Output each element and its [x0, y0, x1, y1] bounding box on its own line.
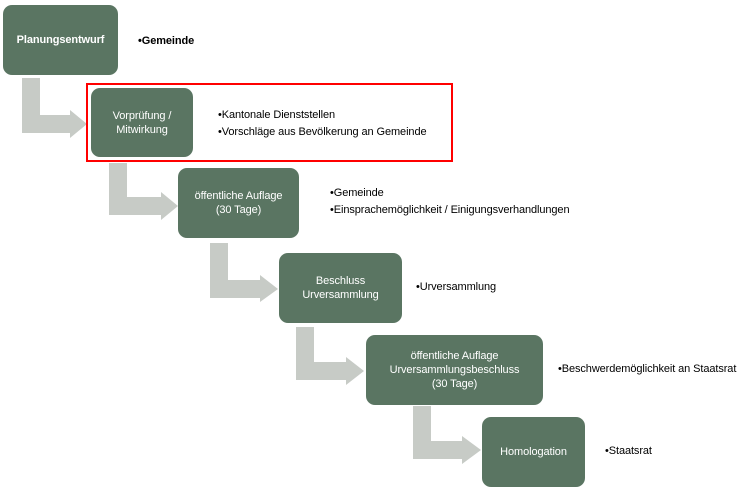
- note-item: •Gemeinde: [138, 35, 195, 47]
- step-label: Urversammlung: [302, 289, 379, 301]
- step-notes-beschluss: •Urversammlung: [416, 279, 496, 296]
- note-item: •Vorschläge aus Bevölkerung an Gemeinde: [218, 126, 427, 138]
- step-homologation: Homologation: [482, 417, 585, 487]
- step-oeffentliche-auflage-beschluss: öffentliche Auflage Urversammlungsbeschl…: [366, 335, 543, 405]
- step-label: Planungsentwurf: [16, 34, 105, 46]
- step-label: Mitwirkung: [116, 123, 168, 136]
- highlight-frame: [86, 83, 453, 162]
- step-label: Beschluss: [315, 275, 366, 287]
- step-notes-planungsentwurf: •Gemeinde: [138, 33, 194, 50]
- step-label: Vorprüfung /: [112, 109, 172, 122]
- step-notes-oeffentliche-auflage: •Gemeinde •Einsprachemöglichkeit / Einig…: [330, 185, 570, 219]
- note-item: •Staatsrat: [605, 445, 652, 457]
- arrow-step4-to-step5: [296, 327, 364, 385]
- arrow-step5-to-step6: [413, 406, 481, 464]
- step-planungsentwurf: Planungsentwurf: [3, 5, 118, 75]
- note-item: •Kantonale Dienststellen: [218, 109, 336, 121]
- step-beschluss-urversammlung: Beschluss Urversammlung: [279, 253, 402, 323]
- step-label: (30 Tage): [431, 378, 478, 390]
- note-item: •Beschwerdemöglichkeit an Staatsrat: [558, 363, 737, 375]
- step-vorpruefung-mitwirkung: Vorprüfung / Mitwirkung: [91, 88, 193, 157]
- step-notes-auflage-beschluss: •Beschwerdemöglichkeit an Staatsrat: [558, 361, 736, 378]
- step-label: öffentliche Auflage: [194, 190, 283, 202]
- arrow-step3-to-step4: [210, 243, 278, 302]
- note-item: •Urversammlung: [416, 281, 497, 293]
- note-item: •Einsprachemöglichkeit / Einigungsverhan…: [330, 204, 570, 216]
- arrow-step1-to-step2: [22, 78, 87, 138]
- note-item: •Gemeinde: [330, 187, 384, 199]
- step-oeffentliche-auflage: öffentliche Auflage (30 Tage): [178, 168, 299, 238]
- arrow-step2-to-step3: [109, 163, 178, 220]
- step-notes-homologation: •Staatsrat: [605, 443, 652, 460]
- step-label: (30 Tage): [215, 204, 262, 216]
- step-label: öffentliche Auflage: [410, 350, 499, 362]
- step-label: Homologation: [500, 446, 567, 458]
- step-notes-vorpruefung: •Kantonale Dienststellen •Vorschläge aus…: [218, 107, 427, 141]
- step-label: Urversammlungsbeschluss: [389, 364, 520, 376]
